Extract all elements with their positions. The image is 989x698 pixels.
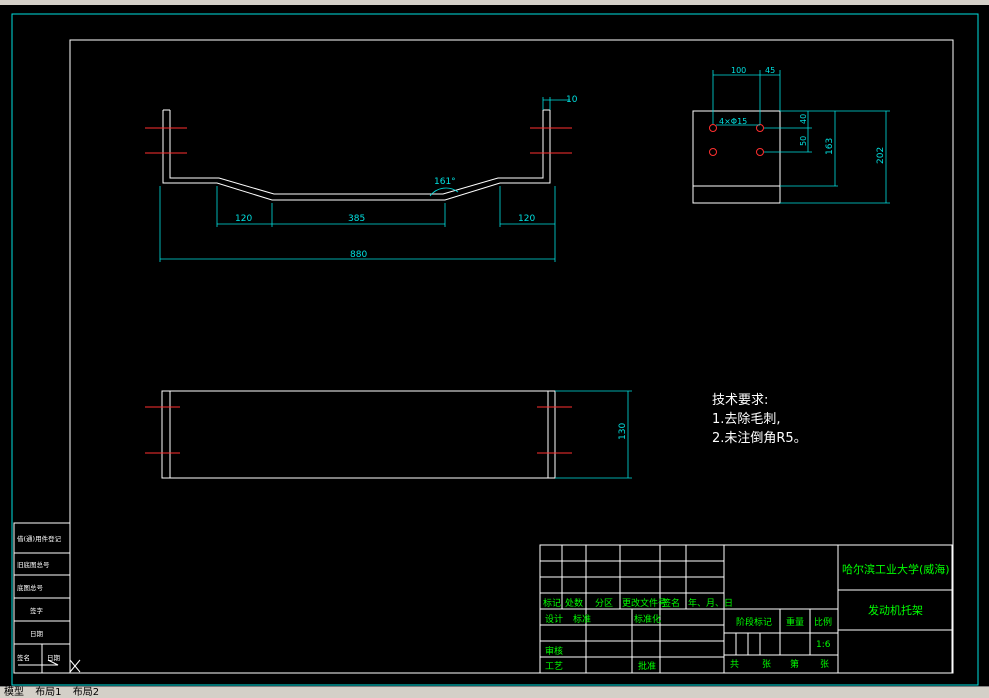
window-top-strip (0, 0, 989, 5)
dim-thickness: 10 (566, 95, 578, 105)
tb-row-label: 年、月、日 (688, 597, 733, 609)
tb-part-name: 发动机托架 (868, 603, 923, 617)
hole (756, 124, 764, 132)
side-item: 旧底图总号 (17, 560, 50, 569)
ucs-icon (18, 659, 81, 673)
side-view (692, 110, 781, 204)
tab-model[interactable]: 模型 (4, 687, 24, 698)
side-block-grid (13, 522, 71, 674)
dim-h-202: 202 (876, 147, 886, 164)
side-item: 日期 (30, 630, 44, 638)
tb-sheet: 第 (790, 658, 799, 670)
notes-title: 技术要求: (712, 393, 768, 408)
hole (709, 124, 717, 132)
dim-v-50: 50 (799, 136, 808, 146)
tb-stage-mark: 阶段标记 (736, 616, 772, 628)
notes-line1: 1.去除毛刺, (712, 412, 781, 427)
dim-left-120: 120 (235, 214, 252, 224)
tb-review: 审核 (545, 645, 563, 657)
hole (756, 148, 764, 156)
tb-process: 工艺 (545, 661, 563, 672)
hole (709, 148, 717, 156)
side-item: 借(通)用件登记 (17, 534, 62, 543)
tb-std-short: 标准 (573, 613, 591, 625)
tb-standard: 标准化 (634, 613, 661, 625)
side-view-dimensions (712, 70, 890, 204)
dim-top-45: 45 (765, 66, 775, 75)
plan-view-dimensions (555, 390, 632, 479)
tb-weight: 重量 (786, 616, 804, 628)
front-view-dimensions (159, 97, 570, 262)
tb-row-label: 更改文件号 (622, 597, 667, 609)
dim-top-100: 100 (731, 66, 746, 75)
tb-ratio: 比例 (814, 616, 832, 628)
dim-angle: 161° (434, 177, 456, 187)
tb-sheet: 共 (730, 659, 739, 670)
tb-row-label: 分区 (595, 598, 613, 609)
front-view (162, 109, 551, 201)
tb-sheet: 张 (820, 659, 829, 670)
dim-total-880: 880 (350, 250, 367, 260)
tb-school: 哈尔滨工业大学(威海) (842, 562, 950, 576)
tab-layout2[interactable]: 布局2 (72, 687, 100, 698)
tb-scale: 1:6 (816, 640, 831, 650)
dim-v-40: 40 (799, 114, 808, 124)
hole-label: 4×Φ15 (719, 117, 747, 126)
side-item: 签名 (17, 653, 30, 662)
notes-line2: 2.未注倒角R5。 (712, 431, 807, 446)
dim-mid-385: 385 (348, 214, 365, 224)
dim-h-163: 163 (825, 138, 835, 155)
plan-view-centerlines (145, 406, 572, 454)
plan-view (161, 390, 556, 479)
dim-width-130: 130 (618, 423, 628, 440)
dim-right-120: 120 (518, 214, 535, 224)
layout-tabs: 模型 布局1 布局2 (0, 686, 989, 698)
tb-sheet: 张 (762, 659, 771, 670)
tab-layout1[interactable]: 布局1 (35, 687, 62, 698)
outer-frame (11, 13, 979, 686)
tb-approve: 批准 (638, 660, 656, 672)
tb-row-label: 处数 (565, 597, 583, 609)
side-item: 日期 (47, 654, 61, 662)
tb-row-label: 标记 (543, 597, 561, 609)
side-item: 签字 (30, 606, 44, 615)
title-block-grid (539, 544, 953, 674)
front-view-centerlines (145, 127, 572, 154)
side-item: 底图总号 (17, 583, 44, 592)
tb-row-label: 签名 (662, 597, 680, 609)
inner-frame (69, 39, 954, 674)
tb-design: 设计 (545, 613, 563, 625)
